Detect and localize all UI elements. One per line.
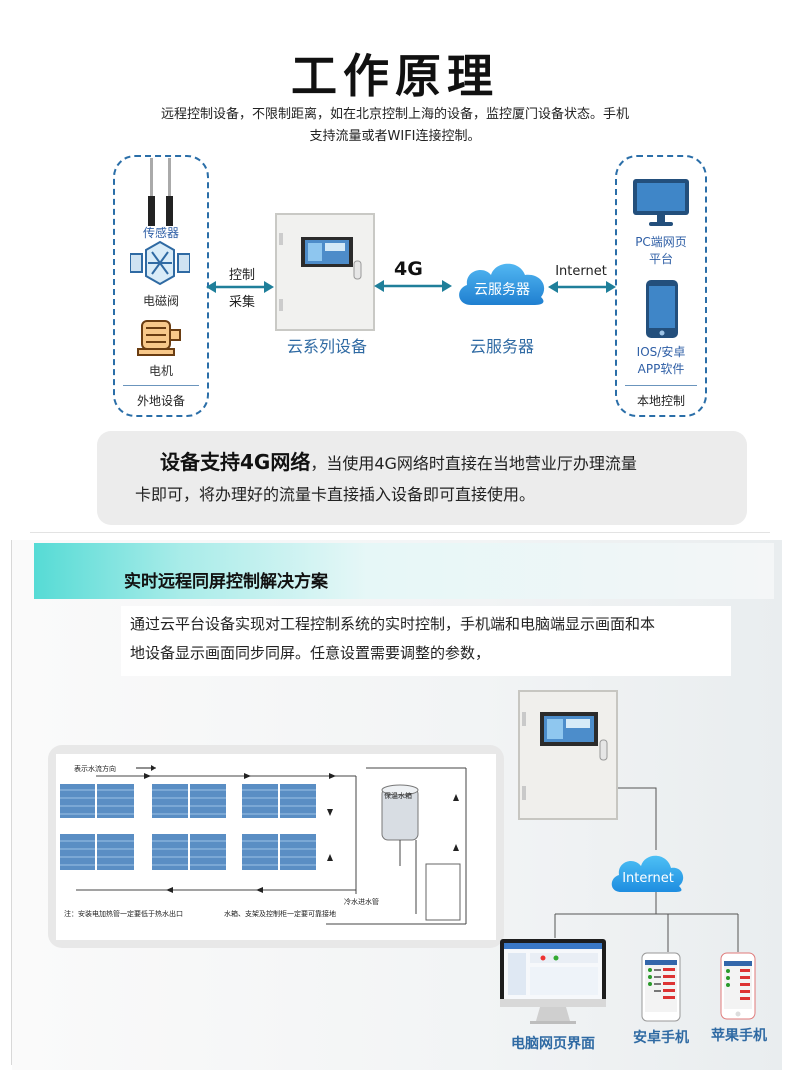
pc-label-line-2: 平台 <box>648 252 673 266</box>
control-cabinet-icon <box>275 213 375 331</box>
control-cabinet-large-icon <box>518 690 618 820</box>
cloud-caption: 云服务器 <box>469 337 534 356</box>
schematic-note: 注：安装电加热管一定要低于热水出口 <box>64 909 183 918</box>
pc-interface-label: 电脑网页界面 <box>511 1036 595 1052</box>
4g-info-line-1: 设备支持4G网络，当使用4G网络时直接在当地营业厅办理流量 <box>160 446 740 475</box>
page-title: 工作原理 <box>291 49 499 103</box>
app-label-line-1: IOS/安卓 <box>636 345 686 359</box>
intro-line-1: 远程控制设备，不限制距离，如在北京控制上海的设备，监控厦门设备状态。手机 <box>160 107 629 122</box>
cloud-text: 云服务器 <box>474 282 530 298</box>
solar-schematic: 表示水流方向 <box>56 754 496 940</box>
sensor-probe-icon <box>148 158 173 226</box>
solenoid-valve-icon <box>130 240 190 286</box>
4g-info-line-2: 卡即可，将办理好的流量卡直接插入设备即可直接使用。 <box>135 485 536 504</box>
water-tank-icon <box>381 784 419 841</box>
app-label-line-2: APP软件 <box>637 362 685 376</box>
4g-info-rest: ，当使用4G网络时直接在当地营业厅办理流量 <box>310 454 637 473</box>
local-control-footer: 本地控制 <box>625 385 697 409</box>
android-phone-label: 安卓手机 <box>633 1030 689 1046</box>
sensor-label: 传感器 <box>142 226 179 240</box>
monitor-icon <box>633 179 689 226</box>
android-phone-icon <box>641 952 681 1022</box>
valve-label: 电磁阀 <box>142 294 179 308</box>
remote-devices-footer: 外地设备 <box>123 385 199 409</box>
solution-desc-line-2: 地设备显示画面同步同屏。任意设置需要调整的参数， <box>130 644 491 662</box>
water-tank-label: 保温水箱 <box>384 791 412 800</box>
link-internet-label: Internet <box>555 264 607 279</box>
4g-info-card <box>97 431 747 525</box>
cloud-server-icon <box>459 263 545 305</box>
solution-title: 实时远程同屏控制解决方案 <box>124 572 328 592</box>
4g-info-strong: 设备支持4G网络 <box>160 450 311 474</box>
app-label: IOS/安卓 APP软件 <box>617 343 705 377</box>
cold-pipe-label: 冷水进水管 <box>344 897 379 906</box>
internet-cloud-label: Internet <box>622 871 674 886</box>
solution-title-band <box>34 543 774 599</box>
smartphone-icon <box>646 280 678 338</box>
schematic-note-2: 水箱、支架及控制柜一定要可靠接地 <box>224 909 336 918</box>
internet-link-arrow <box>548 281 616 293</box>
intro-line-2: 支持流量或者WIFI连接控制。 <box>309 129 481 144</box>
apple-phone-label: 苹果手机 <box>711 1028 767 1044</box>
intro-text: 远程控制设备，不限制距离，如在北京控制上海的设备，监控厦门设备状态。手机 支持流… <box>140 104 650 148</box>
pc-label-line-1: PC端网页 <box>635 235 687 249</box>
solution-desc: 通过云平台设备实现对工程控制系统的实时控制，手机端和电脑端显示画面和本 地设备显… <box>130 610 730 668</box>
4g-link-arrow <box>374 280 452 292</box>
flow-direction-label: 表示水流方向 <box>74 764 116 773</box>
solution-desc-line-1: 通过云平台设备实现对工程控制系统的实时控制，手机端和电脑端显示画面和本 <box>130 615 656 633</box>
local-control-group: 本地控制 <box>615 155 707 417</box>
link-control-label: 控制 <box>228 268 255 283</box>
link-4g-label: 4G <box>394 258 423 280</box>
desktop-computer-icon <box>500 939 606 1024</box>
motor-icon <box>137 320 181 356</box>
internet-cloud-icon <box>611 855 684 892</box>
section-left-edge <box>11 540 12 1065</box>
apple-phone-icon <box>720 952 756 1020</box>
solution-desc-box <box>121 606 731 676</box>
device-caption: 云系列设备 <box>286 337 367 356</box>
section-divider <box>30 532 770 533</box>
solar-schematic-drawing: 表示水流方向 <box>60 764 467 925</box>
motor-label: 电机 <box>148 364 173 378</box>
control-link-arrow <box>206 281 274 293</box>
pc-label: PC端网页 平台 <box>617 233 705 267</box>
network-connection-lines <box>554 787 739 952</box>
link-collect-label: 采集 <box>228 295 255 310</box>
